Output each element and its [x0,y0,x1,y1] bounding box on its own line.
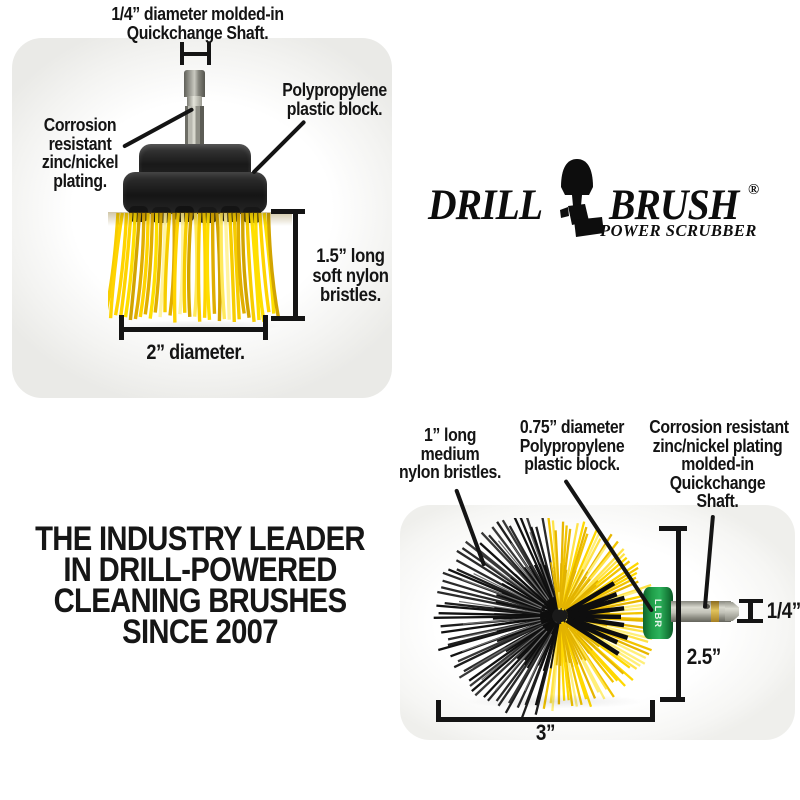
flat-brush-bristles [108,212,292,323]
label-line: plating. [53,170,107,191]
label-line: zinc/nickel [41,152,119,172]
flat-diameter-dim-line [119,327,268,332]
ball-brush-shadow [465,694,645,709]
flat-diameter-dim-left-tick [119,315,124,340]
ball-width-dim-right-tick [650,700,655,722]
flat-bristle-dim-label: 1.5” long soft nylon bristles. [309,247,393,306]
headline-line: SINCE 2007 [122,613,278,651]
flat-shaft-callout-label: 1/4” diameter molded-in Quickchange Shaf… [103,5,292,42]
ball-height-dim-bottom-tick [660,697,685,702]
flat-plating-callout-label: Corrosion resistant zinc/nickel plating. [25,116,134,190]
label-line: 1.5” long [316,246,385,267]
ball-shaft-dim-stem [748,601,753,622]
ball-brush-bristles [433,518,656,718]
flat-brush-shaft-groove [187,96,202,107]
ball-shaft-callout-label: Corrosion resistant zinc/nickel plating … [649,417,789,511]
label-line: 1” long [423,425,477,445]
ball-height-dim-top-tick [659,526,687,531]
ball-brush-shaft-tip [725,602,739,621]
drillbrush-logo-icon [560,159,604,237]
ball-brush-collar: LLBR [643,587,673,639]
label-line: Polypropylene [282,80,387,100]
headline-line: THE INDUSTRY LEADER [35,520,365,558]
label-line: Corrosion [43,115,117,135]
ball-height-dim-label: 2.5” [686,644,721,669]
label-line: Shaft. [696,491,739,511]
logo-registered-mark: ® [748,182,760,198]
headline-line: CLEANING BRUSHES [53,582,347,620]
flat-bristle-dim-line [293,211,298,321]
ball-shaft-dim-label: 1/4” [766,598,800,623]
label-line: 1/4” diameter molded-in [111,4,284,24]
ball-width-dim-label: 3” [535,720,556,745]
label-line: zinc/nickel plating [652,435,783,456]
label-line: plastic block. [286,98,383,119]
label-line: resistant [48,133,112,154]
label-line: plastic block. [524,454,620,474]
label-line: 0.75” diameter [519,417,625,437]
flat-bristle-dim-top-tick [271,209,305,214]
label-line: bristles. [320,285,381,306]
logo-word-brush: BRUSH [609,182,739,229]
label-line: nylon bristles. [398,462,502,482]
label-line: Corrosion resistant [649,417,789,437]
ball-width-dim-line [436,717,655,722]
flat-brush-shaft-shank [185,106,204,151]
label-line: molded-in [681,454,754,474]
flat-diameter-dim-right-tick [263,315,268,340]
headline: THE INDUSTRY LEADER IN DRILL-POWERED CLE… [35,520,365,651]
ball-bristle-callout-label: 1” long medium nylon bristles. [397,426,503,482]
label-line: Quickchange Shaft. [126,22,269,43]
flat-bristle-dim-bottom-tick [271,316,305,321]
logo-tagline: POWER SCRUBBER [600,221,757,240]
label-line: medium [420,443,480,464]
flat-brush-hex-shaft-top [184,70,205,97]
logo-word-drill: DRILL [428,182,543,229]
ball-block-callout-label: 0.75” diameter Polypropylene plastic blo… [511,418,632,474]
ball-height-dim-line [676,528,681,702]
ball-width-dim-left-tick [436,700,441,722]
ball-brush-collar-text: LLBR [652,598,664,628]
label-line: Quickchange [669,472,766,493]
flat-block-callout-label: Polypropylene plastic block. [271,81,399,118]
flat-shaft-bracket-bar [180,52,211,56]
ball-brush-shaft-brass-ring [711,601,719,622]
headline-line: IN DRILL-POWERED [63,551,337,589]
label-line: soft nylon [312,265,389,287]
flat-diameter-dim-label: 2” diameter. [146,341,245,364]
ball-shaft-dim-bottom-bar [737,619,763,623]
label-line: Polypropylene [519,435,625,456]
